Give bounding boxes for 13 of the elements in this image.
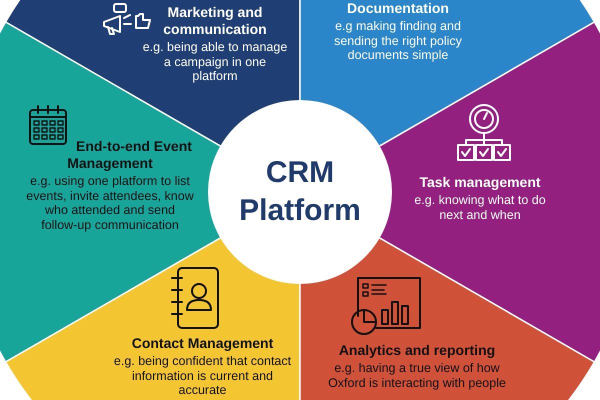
segment-description: e.g. having a true view of how Oxford is interacting with people	[327, 361, 507, 390]
segment-heading: Documentation	[346, 0, 450, 17]
segment-description: e.g. using one platform to list events, invite attendees, know who attended and send follow-up communication	[26, 174, 194, 232]
segment-description: e.g. knowing what to do next and when	[413, 193, 547, 222]
segment-heading: Analytics and reporting	[338, 342, 496, 359]
segment-description: e.g. being able to manage a campaign in one platform	[142, 40, 288, 84]
segment-heading: Marketing and communication	[162, 4, 268, 38]
center-title: CRM Platform	[238, 155, 362, 229]
segment-description: e.g. being confident that contact information is current and accurate	[112, 354, 292, 398]
segment-heading: Contact Management	[130, 335, 274, 352]
segment-heading: End-to-end Event Management	[66, 138, 193, 172]
segment-description: e.g making finding and sending the right policy documents simple	[333, 19, 463, 62]
segment-heading: Task management	[418, 174, 542, 191]
